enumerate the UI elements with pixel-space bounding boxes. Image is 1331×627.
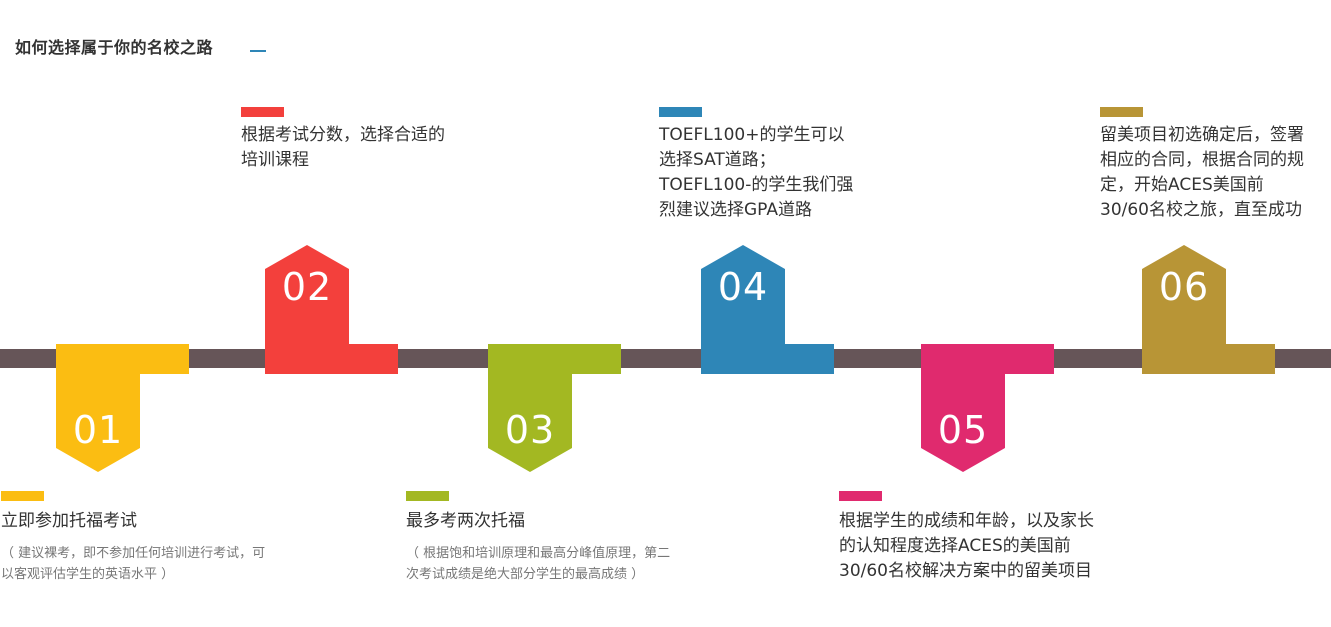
step-06-line-1: 留美项目初选确定后，签署 — [1100, 125, 1304, 145]
step-marker-04: 04 — [701, 245, 835, 375]
step-02-shape — [265, 245, 398, 374]
step-marker-01: 01 — [56, 344, 190, 474]
step-number-01: 01 — [72, 408, 124, 452]
title-underline — [250, 50, 266, 52]
step-number-06: 06 — [1158, 265, 1210, 309]
step-03-text: 最多考两次托福 — [406, 511, 525, 531]
step-03-swatch — [406, 491, 449, 501]
step-04-line-2: 选择SAT道路； — [659, 150, 776, 170]
step-02-swatch — [241, 107, 284, 117]
step-05-text: 根据学生的成绩和年龄，以及家长 的认知程度选择ACES的美国前 30/60名校解… — [839, 509, 1139, 584]
page-title: 如何选择属于你的名校之路 — [15, 38, 214, 57]
step-05-shape — [921, 344, 1054, 472]
step-05-swatch — [839, 491, 882, 501]
step-05-line-3: 30/60名校解决方案中的留美项目 — [839, 561, 1092, 581]
step-01-text: 立即参加托福考试 — [1, 511, 137, 531]
step-04-swatch — [659, 107, 702, 117]
step-04-line-1: TOEFL100+的学生可以 — [659, 125, 845, 145]
step-marker-03: 03 — [488, 344, 622, 474]
step-number-05: 05 — [937, 408, 989, 452]
step-marker-04-shape — [701, 245, 834, 374]
step-06-line-3: 定，开始ACES美国前 — [1100, 175, 1264, 195]
step-marker-05: 05 — [921, 344, 1055, 474]
step-04-text: TOEFL100+的学生可以 选择SAT道路； TOEFL100-的学生我们强 … — [659, 123, 889, 223]
step-05-line-2: 的认知程度选择ACES的美国前 — [839, 536, 1071, 556]
step-04-line-4: 烈建议选择GPA道路 — [659, 200, 812, 220]
step-06-text: 留美项目初选确定后，签署 相应的合同，根据合同的规 定，开始ACES美国前 30… — [1100, 123, 1328, 223]
step-marker-02: 02 — [265, 245, 399, 375]
step-01-shape — [56, 344, 189, 472]
step-marker-05-shape — [921, 344, 1054, 472]
step-marker-06-shape — [1142, 245, 1275, 374]
step-marker-01-shape — [56, 344, 189, 472]
step-06-swatch — [1100, 107, 1143, 117]
step-marker-06: 06 — [1142, 245, 1276, 375]
step-marker-02-shape — [265, 245, 398, 374]
step-04-line-3: TOEFL100-的学生我们强 — [659, 175, 854, 195]
step-04-shape — [701, 245, 834, 374]
step-06-line-2: 相应的合同，根据合同的规 — [1100, 150, 1304, 170]
step-03-shape — [488, 344, 621, 472]
step-06-shape — [1142, 245, 1275, 374]
step-02-text: 根据考试分数，选择合适的培训课程 — [241, 125, 445, 170]
step-number-02: 02 — [281, 265, 333, 309]
step-06-line-4: 30/60名校之旅，直至成功 — [1100, 200, 1302, 220]
step-01-note: （ 建议裸考，即不参加任何培训进行考试，可以客观评估学生的英语水平 ） — [1, 546, 266, 582]
step-05-line-1: 根据学生的成绩和年龄，以及家长 — [839, 511, 1094, 531]
step-marker-03-shape — [488, 344, 621, 472]
step-03-note: （ 根据饱和培训原理和最高分峰值原理，第二次考试成绩是绝大部分学生的最高成绩 ） — [406, 546, 671, 582]
step-number-04: 04 — [717, 265, 769, 309]
step-number-03: 03 — [504, 408, 556, 452]
timeline-line — [0, 349, 1331, 368]
step-01-swatch — [1, 491, 44, 501]
